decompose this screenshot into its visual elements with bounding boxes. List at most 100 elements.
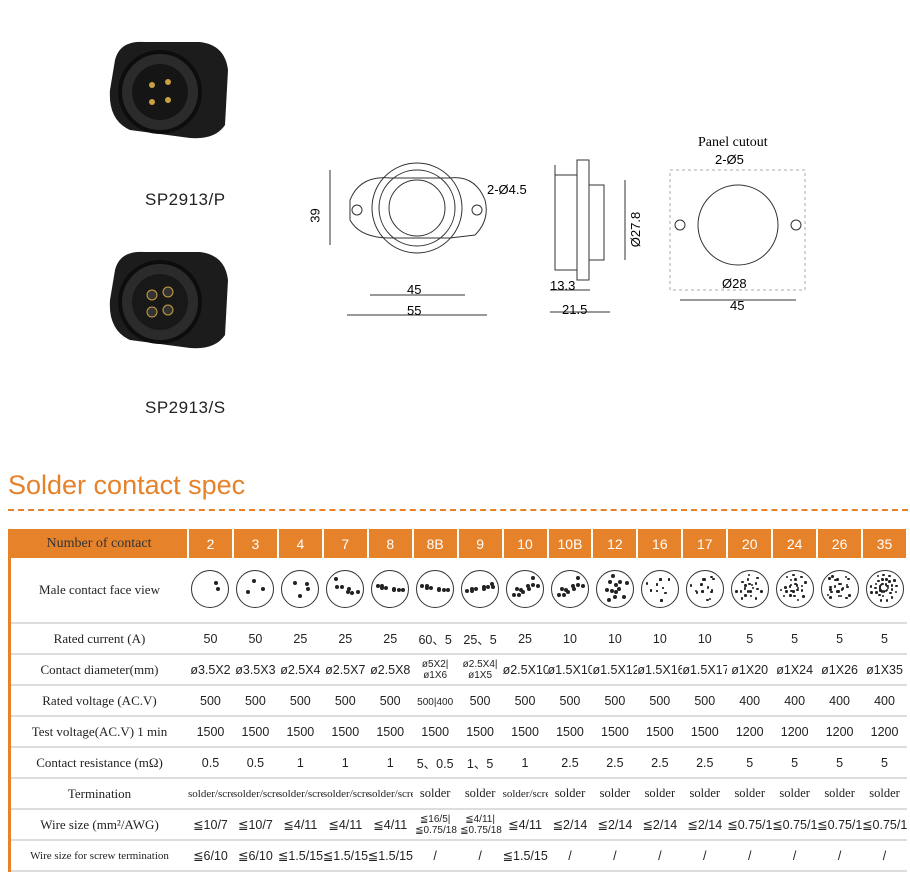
spec-cell: 25 <box>322 623 368 655</box>
spec-cell: ≦1.5/15 <box>277 840 323 872</box>
spec-cell: 1500 <box>682 716 728 748</box>
column-header: 26 <box>817 529 864 558</box>
spec-cell: / <box>412 840 458 872</box>
spec-cell: 25、5 <box>457 623 503 655</box>
spec-cell: solder <box>682 778 728 810</box>
two-line-value: ≦16/5|≦0.75/18 <box>415 813 457 836</box>
spec-cell: 500 <box>682 685 728 717</box>
face-cell <box>232 558 278 624</box>
face-cell <box>772 558 818 624</box>
divider <box>8 509 908 511</box>
spec-cell: 2.5 <box>637 747 683 779</box>
spec-cell: ø5X2|ø1X6 <box>412 654 458 686</box>
dim-length: 21.5 <box>562 302 588 317</box>
spec-cell: 400 <box>727 685 773 717</box>
dim-outer: 55 <box>407 303 422 318</box>
spec-cell: 500 <box>637 685 683 717</box>
spec-cell: 1200 <box>772 716 818 748</box>
spec-cell: 500 <box>232 685 278 717</box>
spec-cell: 5 <box>727 623 773 655</box>
contact-face-icon <box>685 569 724 608</box>
spec-cell: ø3.5X2 <box>188 654 233 686</box>
spec-cell: ø1.5X16 <box>637 654 683 686</box>
spec-cell: 25 <box>367 623 413 655</box>
spec-cell: 1 <box>277 747 323 779</box>
two-line-value: ø5X2|ø1X6 <box>421 658 449 681</box>
row-label: Rated current (A) <box>8 623 188 655</box>
column-header: 10B <box>547 529 594 558</box>
spec-cell: / <box>862 840 907 872</box>
spec-cell: ø2.5X10 <box>502 654 548 686</box>
spec-cell: solder/screw <box>188 778 233 810</box>
dim-inner: 45 <box>407 282 422 297</box>
spec-cell: 50 <box>188 623 233 655</box>
face-cell <box>502 558 548 624</box>
spec-cell: 25 <box>502 623 548 655</box>
spec-cell: 500 <box>592 685 638 717</box>
spec-cell: ≦1.5/15 <box>322 840 368 872</box>
spec-cell: / <box>637 840 683 872</box>
spec-cell: 2.5 <box>592 747 638 779</box>
contact-face-icon <box>775 569 814 608</box>
column-header: 20 <box>727 529 774 558</box>
contact-face-icon <box>461 569 500 608</box>
spec-cell: 10 <box>592 623 638 655</box>
face-cell <box>412 558 458 624</box>
spec-cell: 500 <box>188 685 233 717</box>
spec-cell: ≦2/14 <box>682 809 728 841</box>
spec-cell: 500 <box>277 685 323 717</box>
face-cell <box>817 558 863 624</box>
face-cell <box>547 558 593 624</box>
spec-cell: ≦1.5/15 <box>502 840 548 872</box>
spec-cell: ø1.5X12 <box>592 654 638 686</box>
spec-cell: solder/screw <box>367 778 413 810</box>
spec-cell: ≦4/11|≦0.75/18 <box>457 809 503 841</box>
column-header: 7 <box>322 529 369 558</box>
face-row: Male contact face view <box>8 558 907 624</box>
dim-depth: 13.3 <box>550 278 576 293</box>
spec-cell: 1500 <box>322 716 368 748</box>
spec-cell: 1500 <box>188 716 233 748</box>
row-label: Wire size (mm²/AWG) <box>8 809 188 841</box>
spec-cell: solder/screw <box>277 778 323 810</box>
section-title: Solder contact spec <box>8 470 246 500</box>
spec-cell: ≦4/11 <box>367 809 413 841</box>
spec-cell: ≦4/11 <box>277 809 323 841</box>
spec-cell: 500 <box>547 685 593 717</box>
spec-cell: 1 <box>322 747 368 779</box>
spec-row: Terminationsolder/screwsolder/screwsolde… <box>8 778 907 810</box>
spec-cell: 5 <box>817 747 863 779</box>
spec-cell: 1500 <box>232 716 278 748</box>
spec-cell: ø1.5X10 <box>547 654 593 686</box>
spec-cell: 2.5 <box>547 747 593 779</box>
spec-cell: 60、5 <box>412 623 458 655</box>
contact-face-icon <box>506 569 545 608</box>
spec-cell: solder/screw <box>232 778 278 810</box>
spec-cell: solder/screw <box>322 778 368 810</box>
contact-face-icon <box>550 569 589 608</box>
spec-cell: / <box>547 840 593 872</box>
contact-face-icon <box>416 569 455 608</box>
spec-cell: 1200 <box>727 716 773 748</box>
contact-face-icon <box>865 569 904 608</box>
spec-cell: / <box>457 840 503 872</box>
spec-cell: ≦0.75/18 <box>817 809 863 841</box>
dim-side-dia: Ø27.8 <box>628 211 644 248</box>
spec-cell: 5 <box>862 747 907 779</box>
two-line-value: 500|400 <box>417 696 454 708</box>
spec-row: Wire size for screw termination≦6/10≦6/1… <box>8 840 907 872</box>
spec-cell: 25 <box>277 623 323 655</box>
spec-cell: ≦6/10 <box>232 840 278 872</box>
column-header: 10 <box>502 529 549 558</box>
cutout-width: 45 <box>730 298 745 313</box>
spec-cell: ≦4/11 <box>322 809 368 841</box>
spec-cell: 500 <box>457 685 503 717</box>
spec-cell: 5 <box>772 747 818 779</box>
column-header: 17 <box>682 529 729 558</box>
product-label-s: SP2913/S <box>145 398 226 417</box>
face-cell <box>457 558 503 624</box>
column-header: 3 <box>232 529 279 558</box>
